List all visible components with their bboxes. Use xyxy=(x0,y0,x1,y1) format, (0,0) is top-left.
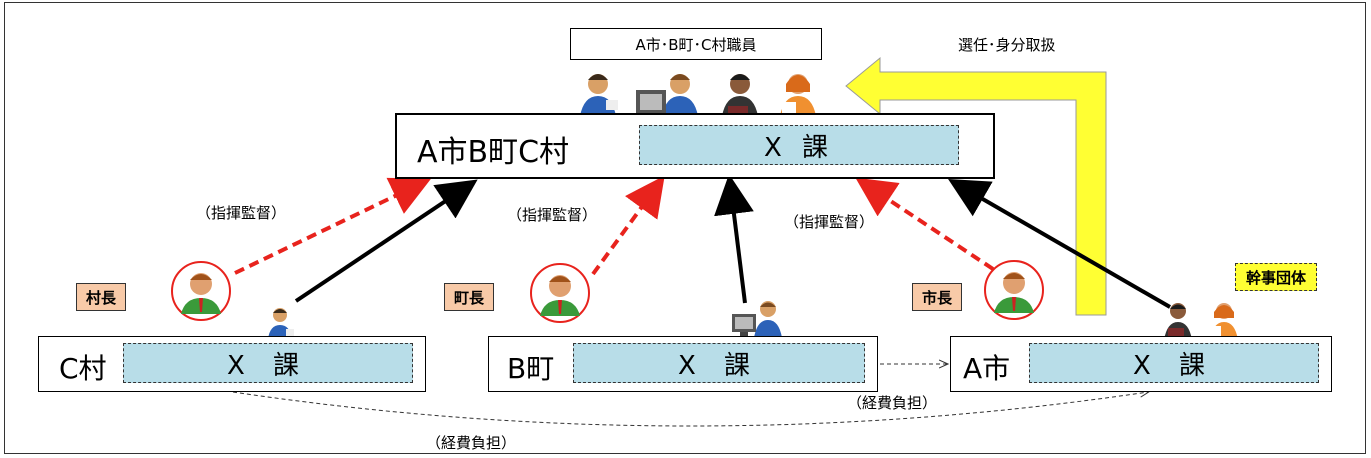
person-with-briefcase-icon xyxy=(1164,303,1192,340)
town-box: B町 X 課 xyxy=(488,336,878,392)
link-arrow-city xyxy=(948,179,1171,309)
link-arrow-village xyxy=(294,179,478,303)
city-section-box: X 課 xyxy=(1029,343,1319,383)
head-avatar-icon xyxy=(530,263,590,323)
appointment-arrow xyxy=(845,56,1107,316)
village-box: C村 X 課 xyxy=(38,336,426,392)
supervision-arrow-village xyxy=(234,177,432,275)
village-name: C村 xyxy=(59,352,107,385)
supervision-label-village: （指揮監督） xyxy=(196,204,287,222)
village-head-label: 村長 xyxy=(76,283,126,311)
joint-org-name: A市B町C村 xyxy=(417,135,570,170)
village-staff-icon xyxy=(268,308,294,339)
secretariat-label: 幹事団体 xyxy=(1235,263,1317,291)
link-arrow-town xyxy=(714,174,754,304)
joint-org-box: A市B町C村 X 課 xyxy=(395,113,995,179)
city-section-name: X 課 xyxy=(1132,350,1216,381)
city-head-avatar xyxy=(984,260,1044,320)
person-with-documents-icon xyxy=(780,74,816,116)
joint-section-name: X 課 xyxy=(763,132,835,163)
city-head-label: 市長 xyxy=(912,283,962,311)
village-head-avatar xyxy=(171,261,231,321)
person-with-pen-icon xyxy=(580,74,618,116)
village-section-name: X 課 xyxy=(226,350,310,381)
cost-arrow-village-city xyxy=(232,392,1148,427)
appointment-label: 選任･身分取扱 xyxy=(958,36,1056,54)
city-box: A市 X 課 xyxy=(950,336,1332,392)
cost-share-label-town: （経費負担） xyxy=(847,394,938,412)
town-name: B町 xyxy=(507,352,555,385)
supervision-arrow-city xyxy=(855,177,995,271)
supervision-label-town: （指揮監督） xyxy=(507,206,598,224)
town-section-name: X 課 xyxy=(677,350,761,381)
town-head-label: 町長 xyxy=(444,283,494,311)
person-at-computer-icon xyxy=(732,301,782,338)
diagram-frame xyxy=(4,2,1366,454)
supervision-label-city: （指揮監督） xyxy=(784,213,875,231)
town-section-box: X 課 xyxy=(573,343,865,383)
town-head-avatar xyxy=(530,263,590,323)
village-section-box: X 課 xyxy=(123,343,413,383)
person-with-documents-icon xyxy=(1210,303,1238,340)
head-avatar-icon xyxy=(171,261,231,321)
staff-label: A市･B町･C村職員 xyxy=(570,28,822,60)
town-staff-icon xyxy=(732,301,782,338)
cost-share-label-village: （経費負担） xyxy=(426,434,517,452)
person-with-pen-icon xyxy=(268,308,294,339)
joint-section-box: X 課 xyxy=(639,125,959,165)
head-avatar-icon xyxy=(984,260,1044,320)
city-name: A市 xyxy=(963,352,1011,385)
supervision-arrow-town xyxy=(591,175,665,276)
city-staff-icons xyxy=(1164,303,1238,340)
